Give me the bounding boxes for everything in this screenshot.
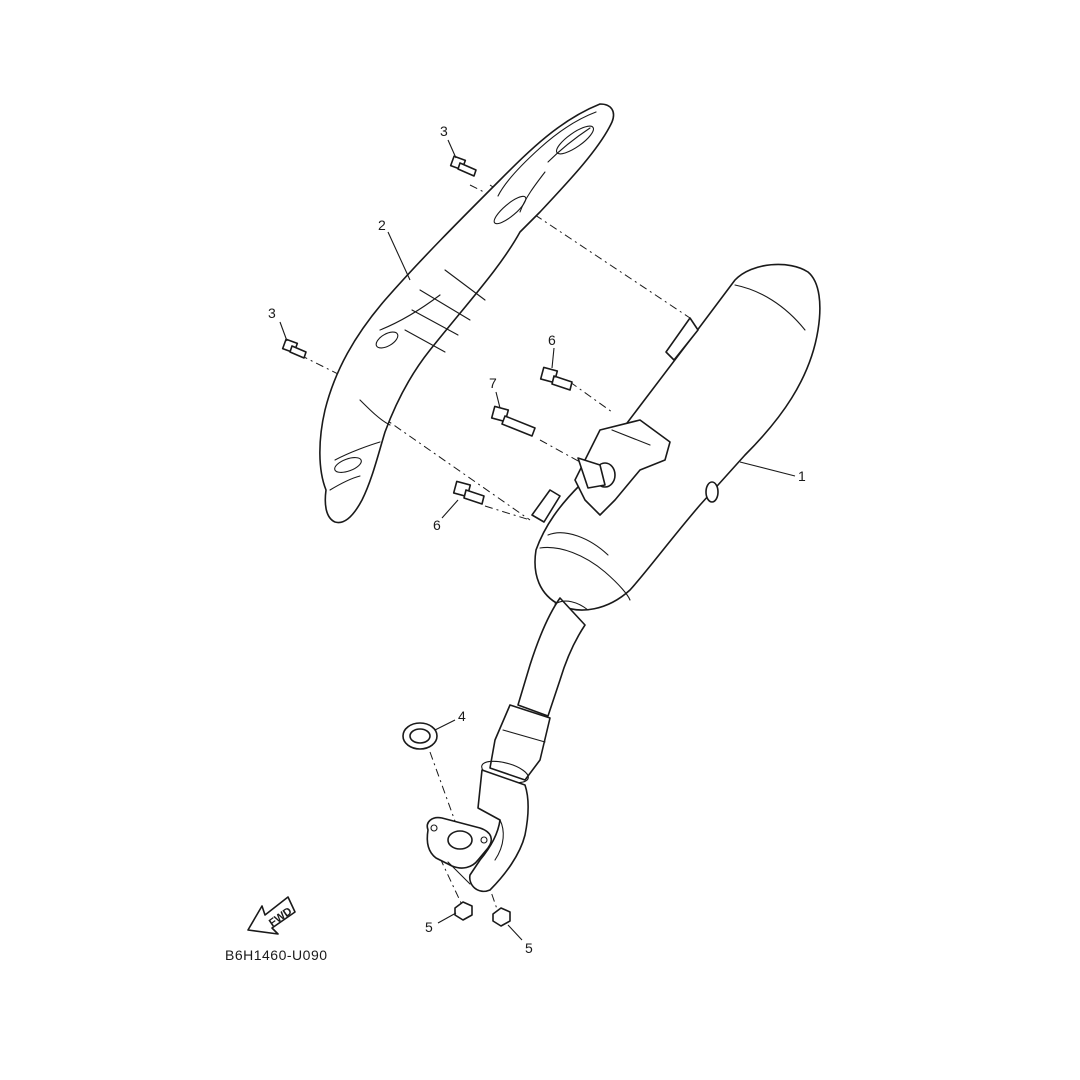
callout-bolt-long: 7 [489,375,497,391]
callout-bolt-left: 3 [268,305,276,321]
bolt-7-long [490,405,536,437]
callout-leaders [279,139,796,941]
bolt-3-top [449,155,477,177]
callout-bolt-top: 3 [440,123,448,139]
gasket-4 [402,722,438,750]
bolt-6-upper [539,366,573,391]
forward-direction-arrow: FWD [247,896,296,935]
nut-5-right [492,907,511,927]
callout-protector: 2 [378,217,386,233]
heat-protector [319,103,615,524]
callout-nut-right: 5 [525,940,533,956]
bolt-3-left [281,338,307,359]
callout-gasket: 4 [458,708,466,724]
callout-muffler: 1 [798,468,806,484]
bolt-6-lower [452,480,485,505]
nut-5-left [454,901,473,921]
callout-bolt-lower: 6 [433,517,441,533]
callout-bolt-upper: 6 [548,332,556,348]
drawing-code: B6H1460-U090 [225,947,328,963]
callout-nut-left: 5 [425,919,433,935]
muffler-assembly [426,263,821,893]
